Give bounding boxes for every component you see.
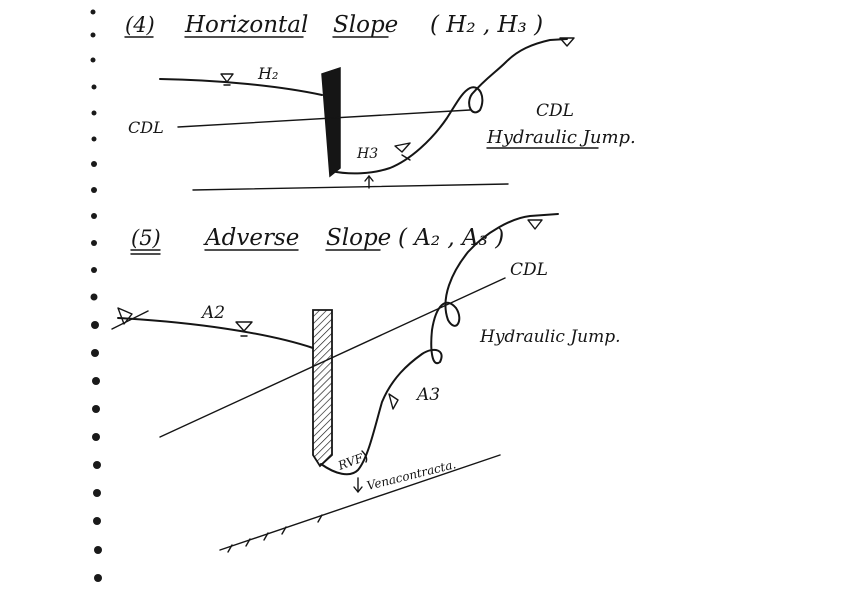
- binder-hole: [94, 574, 102, 582]
- channel-bed: [192, 183, 509, 191]
- hydraulic-jump-label: Hydraulic Jump.: [486, 127, 636, 148]
- binder-hole: [91, 213, 97, 219]
- h3-profile-and-jump: [330, 38, 568, 175]
- h2-label: H₂: [257, 64, 278, 83]
- binder-hole: [91, 267, 97, 273]
- water-surface-symbol: [394, 142, 411, 153]
- binder-hole: [90, 9, 96, 15]
- binder-holes: [90, 9, 102, 582]
- a2-profile: [117, 317, 314, 349]
- binder-hole: [91, 161, 97, 167]
- binder-hole: [90, 293, 98, 301]
- sluice-gate: [321, 66, 341, 178]
- h2-profile: [159, 78, 323, 96]
- cdl-label-left: CDL: [128, 118, 164, 137]
- binder-hole: [91, 321, 99, 329]
- water-surface-symbol: [527, 219, 543, 230]
- binder-hole: [93, 517, 101, 525]
- hydraulic-jump-label: Hydraulic Jump.: [479, 327, 621, 347]
- section-4-title-word2: Slope: [333, 12, 398, 38]
- adverse-channel-bed: [219, 454, 501, 551]
- water-surface-symbol: [220, 73, 234, 83]
- binder-hole: [90, 32, 96, 38]
- section-5-title-word2: Slope: [326, 225, 391, 251]
- rvf-label: RVF: [335, 451, 365, 473]
- bed-hatch-marks: [227, 514, 323, 553]
- critical-depth-line: [159, 277, 506, 438]
- section-5-adverse-slope: (5) Adverse Slope ( A₂ , A₃ ) CDL A2: [111, 213, 621, 553]
- section-4-number: (4): [125, 13, 155, 37]
- binder-hole: [92, 377, 100, 385]
- critical-depth-line: [177, 109, 471, 128]
- binder-hole: [91, 240, 97, 246]
- cdl-label-right: CDL: [536, 101, 574, 121]
- binder-hole: [91, 84, 97, 90]
- binder-hole: [92, 405, 100, 413]
- binder-hole: [91, 110, 97, 116]
- section-5-number: (5): [131, 226, 161, 250]
- binder-hole: [92, 433, 100, 441]
- sluice-gate: [312, 309, 333, 468]
- a3-profile-and-jump: [320, 213, 559, 476]
- section-4-horizontal-slope: (4) Horizontal Slope ( H₂ , H₃ ) CDL H₂ …: [124, 12, 636, 191]
- section-5-title-profiles: ( A₂ , A₃ ): [398, 225, 504, 251]
- water-surface-symbol: [388, 393, 399, 410]
- binder-hole: [91, 187, 97, 193]
- binder-hole: [91, 349, 99, 357]
- binder-hole: [90, 57, 96, 63]
- a2-label: A2: [200, 303, 225, 323]
- cdl-label: CDL: [510, 260, 548, 280]
- water-surface-symbol: [235, 321, 253, 332]
- section-4-title-profiles: ( H₂ , H₃ ): [430, 12, 543, 38]
- section-4-title-word1: Horizontal: [184, 12, 308, 38]
- h3-label: H3: [356, 146, 378, 162]
- binder-hole: [94, 546, 102, 554]
- a3-label: A3: [415, 385, 440, 405]
- water-surface-symbol: [117, 307, 133, 325]
- section-5-title-word1: Adverse: [203, 225, 299, 251]
- binder-hole: [93, 461, 101, 469]
- binder-hole: [93, 489, 101, 497]
- binder-hole: [91, 136, 97, 142]
- water-surface-symbol: [559, 37, 575, 47]
- vena-contracta-label: Venacontracta.: [365, 457, 457, 493]
